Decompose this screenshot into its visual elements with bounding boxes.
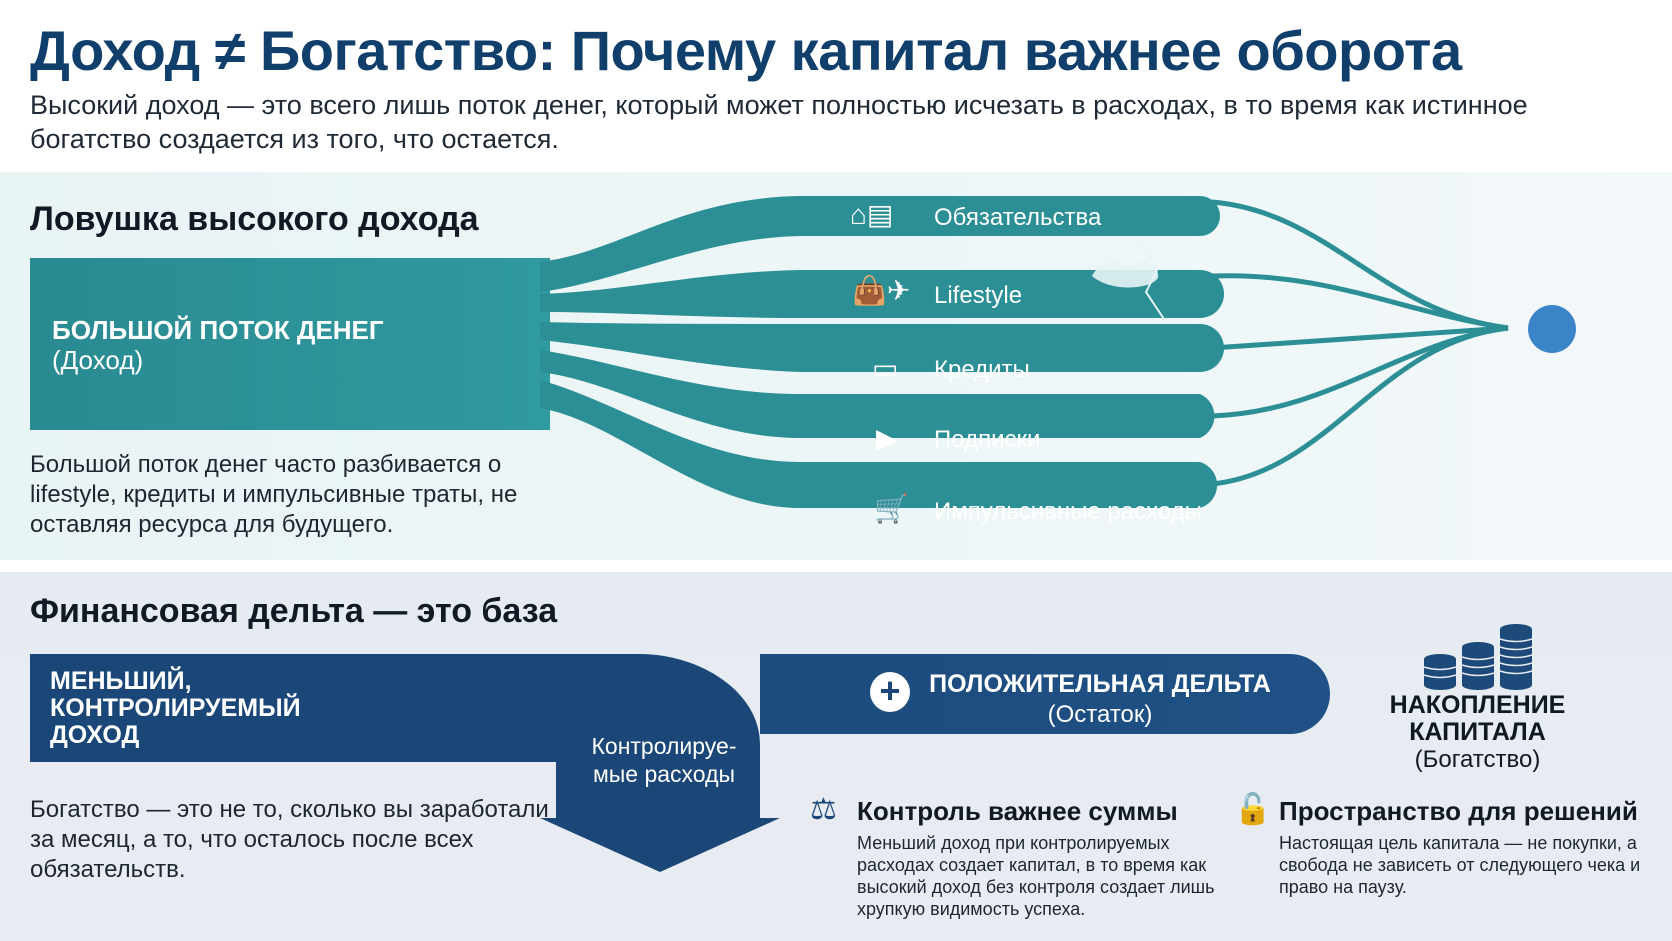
stream-label-lifestyle: Lifestyle (934, 282, 1023, 309)
delta-section-description: Богатство — это не то, сколько вы зарабо… (30, 796, 549, 883)
branch-impulse (540, 380, 1218, 508)
page-subtitle: Высокий доход — это всего лишь поток ден… (30, 90, 1528, 154)
card-space-text: Настоящая цель капитала — не покупки, а … (1279, 833, 1641, 897)
stream-label-obligations: Обязательства (934, 204, 1102, 231)
card-control-text: Меньший доход при контролируемых расхода… (857, 833, 1215, 919)
stream-label-credits: Кредиты (934, 356, 1030, 383)
tail-2 (1211, 273, 1509, 331)
positive-delta-title: ПОЛОЖИТЕЛЬНАЯ ДЕЛЬТА (929, 670, 1271, 698)
coin-stacks-icon (1423, 624, 1533, 690)
scales-icon: ⚖ (810, 793, 837, 826)
branch-lifestyle (540, 270, 1224, 318)
trap-section-title: Ловушка высокого дохода (30, 200, 479, 238)
tail-5 (1211, 325, 1509, 487)
stream-label-impulse: Импульсивные расходы (934, 498, 1202, 525)
controlled-expenses-label: Контролируе-мые расходы (591, 733, 737, 787)
branch-obligations (540, 196, 1220, 292)
plus-icon: + (870, 672, 910, 712)
capital-title: НАКОПЛЕНИЕ КАПИТАЛА (1389, 691, 1566, 746)
tail-1 (1211, 199, 1509, 331)
play-button-icon: ▶ (876, 423, 898, 454)
accumulation-dot (1528, 305, 1576, 353)
cloud-decoration (1092, 261, 1159, 288)
money-flow-diagram (30, 196, 1576, 508)
money-flow-title: БОЛЬШОЙ ПОТОК ДЕНЕГ (52, 315, 384, 345)
branch-credits (540, 322, 1224, 372)
page-title: Доход ≠ Богатство: Почему капитал важнее… (30, 19, 1462, 82)
positive-delta-label: ПОЛОЖИТЕЛЬНАЯ ДЕЛЬТА (Остаток) (925, 670, 1275, 729)
expenses-arrow (540, 772, 780, 872)
card-control-title: Контроль важнее суммы (857, 796, 1178, 826)
card-space-title: Пространство для решений (1279, 796, 1638, 826)
capital-accumulation-label: НАКОПЛЕНИЕ КАПИТАЛА (Богатство) (1370, 692, 1585, 774)
stream-label-subscriptions: Подписки (934, 426, 1041, 453)
money-flow-label: БОЛЬШОЙ ПОТОК ДЕНЕГ (Доход) (52, 315, 384, 375)
credit-card-icon: ▭ (872, 353, 899, 384)
delta-section-title: Финансовая дельта — это база (30, 592, 558, 630)
branch-subscriptions (540, 350, 1215, 438)
tail-3 (1211, 325, 1509, 351)
delta-diagram (30, 654, 1330, 872)
positive-delta-subtitle: (Остаток) (1047, 701, 1153, 728)
money-flow-subtitle: (Доход) (52, 345, 144, 375)
crack-decoration (1139, 241, 1167, 323)
positive-delta-band (620, 654, 1330, 734)
padlock-open-icon: 🔓 (1234, 793, 1272, 826)
income-box-label: МЕНЬШИЙ, КОНТРОЛИРУЕМЫЙ ДОХОД (50, 667, 301, 749)
shopping-bag-airplane-icon: 👜✈ (852, 275, 911, 306)
capital-subtitle: (Богатство) (1414, 746, 1541, 773)
money-flow-block (30, 258, 550, 430)
trap-section-description: Большой поток денег часто разбивается о … (30, 451, 518, 538)
house-document-icon: ⌂▤ (850, 199, 894, 230)
shopping-cart-icon: 🛒 (874, 493, 909, 524)
